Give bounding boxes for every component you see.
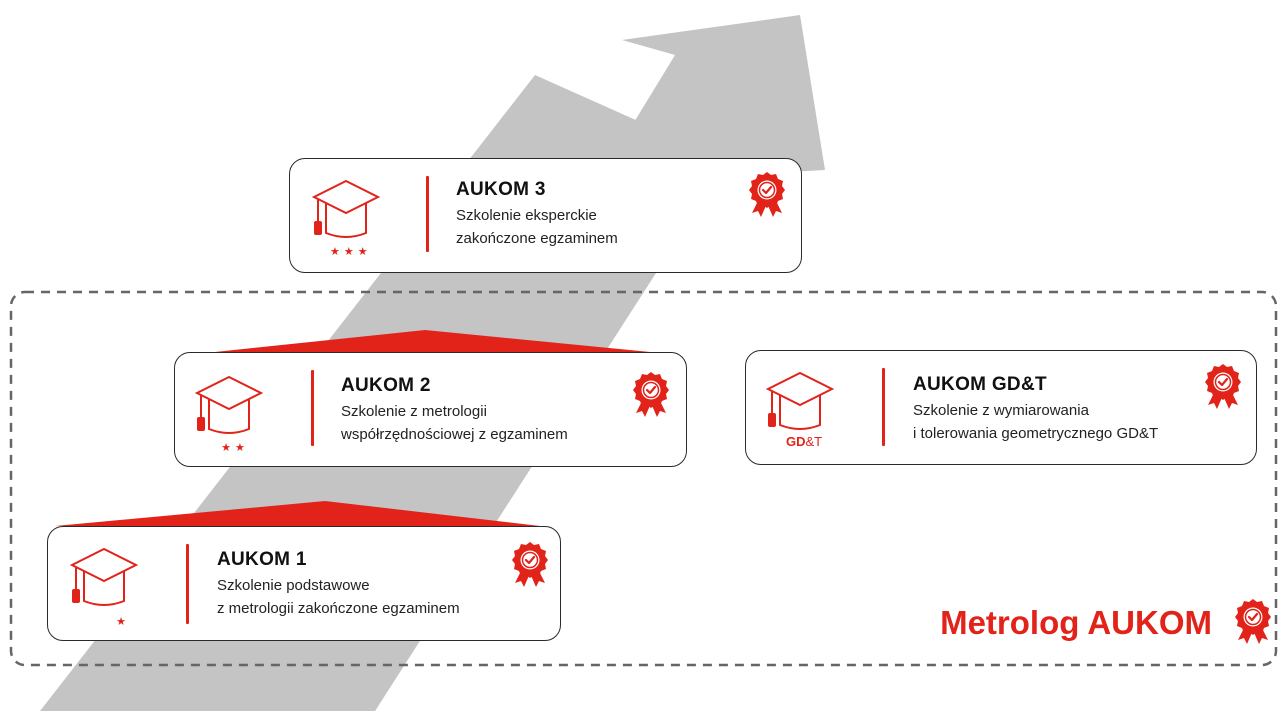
platform-aukom1	[55, 501, 540, 526]
card-description-line2: zakończone egzaminem	[456, 230, 618, 247]
card-description-line2: współrzędnościowej z egzaminem	[341, 426, 568, 443]
star-rating: ★★	[221, 442, 249, 454]
brand-label: Metrolog AUKOM	[940, 604, 1212, 641]
divider	[186, 544, 189, 624]
divider	[882, 368, 885, 446]
star-rating: ★★★	[330, 246, 372, 258]
graduation-cap-icon	[767, 372, 833, 430]
certificate-badge-icon	[632, 371, 670, 419]
graduation-cap-icon	[196, 376, 262, 434]
divider	[426, 176, 429, 252]
card-description-line2: i tolerowania geometrycznego GD&T	[913, 425, 1159, 442]
card-description-line1: Szkolenie podstawowe	[217, 577, 370, 594]
card-aukom-gdt[interactable]: GD&T AUKOM GD&T Szkolenie z wymiarowania…	[745, 350, 1257, 465]
card-description-line1: Szkolenie eksperckie	[456, 207, 597, 224]
gdt-cap-label: GD&T	[786, 434, 823, 449]
graduation-cap-icon	[71, 548, 137, 606]
card-aukom2[interactable]: ★★ AUKOM 2 Szkolenie z metrologii współr…	[174, 352, 687, 467]
certificate-badge-icon	[1204, 363, 1242, 411]
graduation-cap-icon	[313, 180, 379, 238]
card-title: AUKOM 3	[456, 179, 546, 200]
certificate-badge-icon	[748, 171, 786, 219]
card-description-line1: Szkolenie z metrologii	[341, 403, 487, 420]
card-aukom3[interactable]: ★★★ AUKOM 3 Szkolenie eksperckie zakończ…	[289, 158, 802, 273]
card-title: AUKOM GD&T	[913, 374, 1047, 395]
dashed-group-frame	[9, 290, 1278, 667]
card-description-line2: z metrologii zakończone egzaminem	[217, 600, 460, 617]
card-description-line1: Szkolenie z wymiarowania	[913, 402, 1089, 419]
card-title: AUKOM 1	[217, 549, 307, 570]
card-title: AUKOM 2	[341, 375, 431, 396]
certificate-badge-icon	[1234, 598, 1272, 646]
platform-aukom2	[215, 330, 650, 352]
certificate-badge-icon	[511, 541, 549, 589]
star-rating: ★	[116, 616, 130, 628]
card-aukom1[interactable]: ★ AUKOM 1 Szkolenie podstawowe z metrolo…	[47, 526, 561, 641]
divider	[311, 370, 314, 446]
